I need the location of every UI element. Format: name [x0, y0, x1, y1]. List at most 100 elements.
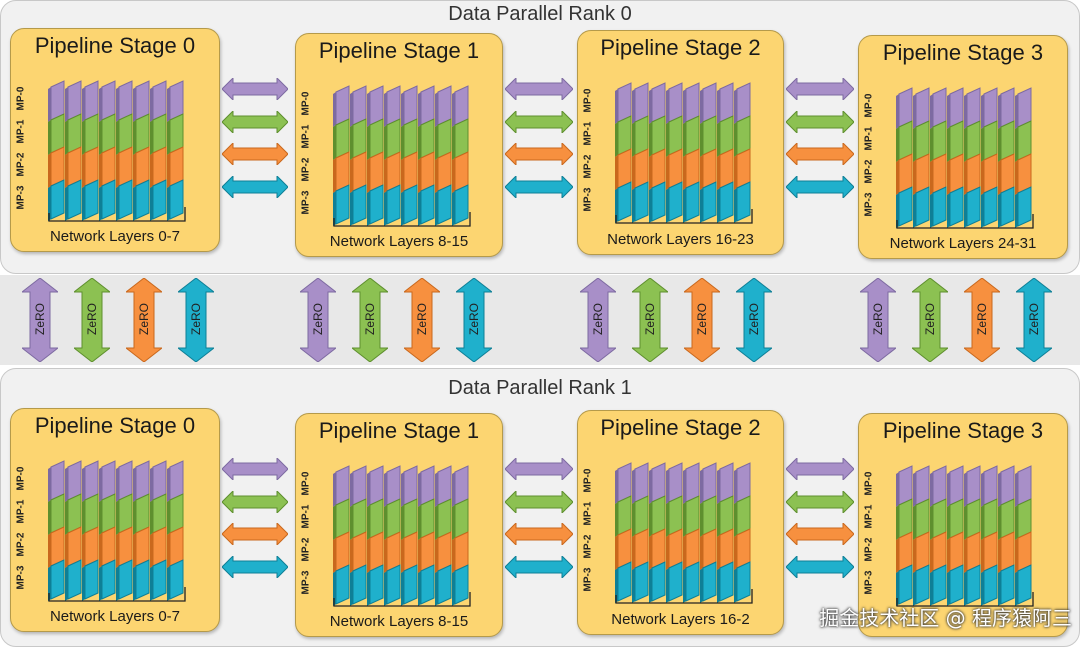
layer-slab-side	[947, 505, 950, 540]
layer-slab	[403, 531, 418, 572]
layer-slab-side	[48, 566, 51, 601]
bidirectional-arrow-icon	[222, 176, 288, 198]
layer-slab	[118, 80, 133, 121]
layer-slab	[50, 526, 65, 567]
layer-slab-side	[734, 469, 737, 504]
layer-slab	[420, 85, 435, 126]
layer-slab	[617, 115, 632, 156]
bidirectional-arrow-icon	[505, 111, 573, 133]
zero-label: ZeRO	[467, 303, 481, 336]
layer-slab	[932, 465, 947, 506]
layer-slab-side	[116, 566, 119, 601]
layer-slab	[634, 561, 649, 602]
layer-slab-side	[452, 571, 455, 606]
layer-slab-side	[998, 538, 1001, 573]
layer-slab	[736, 82, 751, 123]
layer-slab	[101, 460, 116, 501]
layer-slab-side	[632, 89, 635, 124]
layer-slab	[118, 113, 133, 154]
layer-slab	[983, 120, 998, 161]
layer-slab-side	[981, 94, 984, 129]
layer-slab-side	[150, 467, 153, 502]
layer-slab-side	[167, 500, 170, 535]
layer-slab-side	[666, 469, 669, 504]
layer-slab-side	[333, 191, 336, 226]
layer-slab-side	[452, 538, 455, 573]
layer-slab	[403, 151, 418, 192]
layer-slab-side	[350, 92, 353, 127]
layer-slab-side	[418, 191, 421, 226]
layer-slab-side	[964, 472, 967, 507]
layer-slab-side	[649, 155, 652, 190]
layer-slab-side	[717, 568, 720, 603]
layer-slab-side	[452, 191, 455, 226]
bidirectional-arrow-icon	[786, 143, 854, 165]
layer-slab-side	[48, 186, 51, 221]
layer-slab	[736, 561, 751, 602]
layer-slab-side	[452, 472, 455, 507]
layer-slab	[719, 462, 734, 503]
layer-slab-side	[947, 160, 950, 195]
layer-slab-side	[401, 571, 404, 606]
layer-slab-side	[150, 533, 153, 568]
layer-slab	[335, 465, 350, 506]
layer-slab-side	[981, 505, 984, 540]
bidirectional-arrow-icon	[222, 523, 288, 545]
layer-slab-side	[99, 500, 102, 535]
layers-bracket	[896, 214, 1034, 229]
layer-slab	[67, 526, 82, 567]
layer-slab-side	[99, 566, 102, 601]
layer-slab-side	[734, 568, 737, 603]
layer-slab	[685, 462, 700, 503]
layer-slab-side	[418, 538, 421, 573]
layer-slab-side	[452, 158, 455, 193]
layer-slab	[50, 113, 65, 154]
layer-slab	[369, 531, 384, 572]
layer-slab-side	[981, 472, 984, 507]
layers-bracket	[333, 592, 471, 607]
layer-slab-side	[367, 125, 370, 160]
bidirectional-arrow-icon	[222, 78, 288, 100]
layer-slab	[403, 85, 418, 126]
layer-slab	[67, 179, 82, 220]
stage-title: Pipeline Stage 3	[882, 418, 1044, 443]
layer-slab	[983, 498, 998, 539]
layer-slab-side	[615, 122, 618, 157]
mp-label: MP-3	[300, 190, 312, 215]
layer-slab-side	[350, 158, 353, 193]
layer-slab-side	[99, 186, 102, 221]
layer-slab	[386, 531, 401, 572]
layer-slab-side	[734, 188, 737, 223]
layer-slab	[369, 184, 384, 225]
layer-slab-side	[99, 533, 102, 568]
layer-slab-side	[133, 467, 136, 502]
layer-slab-side	[99, 87, 102, 122]
layer-slab	[118, 559, 133, 600]
layer-slab-side	[350, 125, 353, 160]
layer-slab	[898, 498, 913, 539]
layer-slab-side	[649, 89, 652, 124]
layer-slab	[1017, 87, 1032, 128]
layer-slab-side	[930, 94, 933, 129]
layer-slab	[152, 113, 167, 154]
layer-slab	[84, 460, 99, 501]
layer-slab	[335, 531, 350, 572]
layer-slab	[420, 564, 435, 605]
layer-slab	[352, 465, 367, 506]
layer-slab-side	[981, 127, 984, 162]
layer-slab	[67, 113, 82, 154]
layer-slab	[668, 82, 683, 123]
layer-slab	[420, 531, 435, 572]
layer-slab-side	[435, 472, 438, 507]
layer-slab-side	[700, 502, 703, 537]
layer-slab	[651, 148, 666, 189]
layer-slab	[634, 115, 649, 156]
layer-slab	[702, 561, 717, 602]
layer-slab-side	[1015, 193, 1018, 228]
layer-slab-side	[632, 535, 635, 570]
layer-slab-side	[384, 538, 387, 573]
layer-slab-side	[981, 538, 984, 573]
layer-slab-side	[632, 188, 635, 223]
layer-slab	[352, 498, 367, 539]
layer-stack	[615, 82, 753, 224]
